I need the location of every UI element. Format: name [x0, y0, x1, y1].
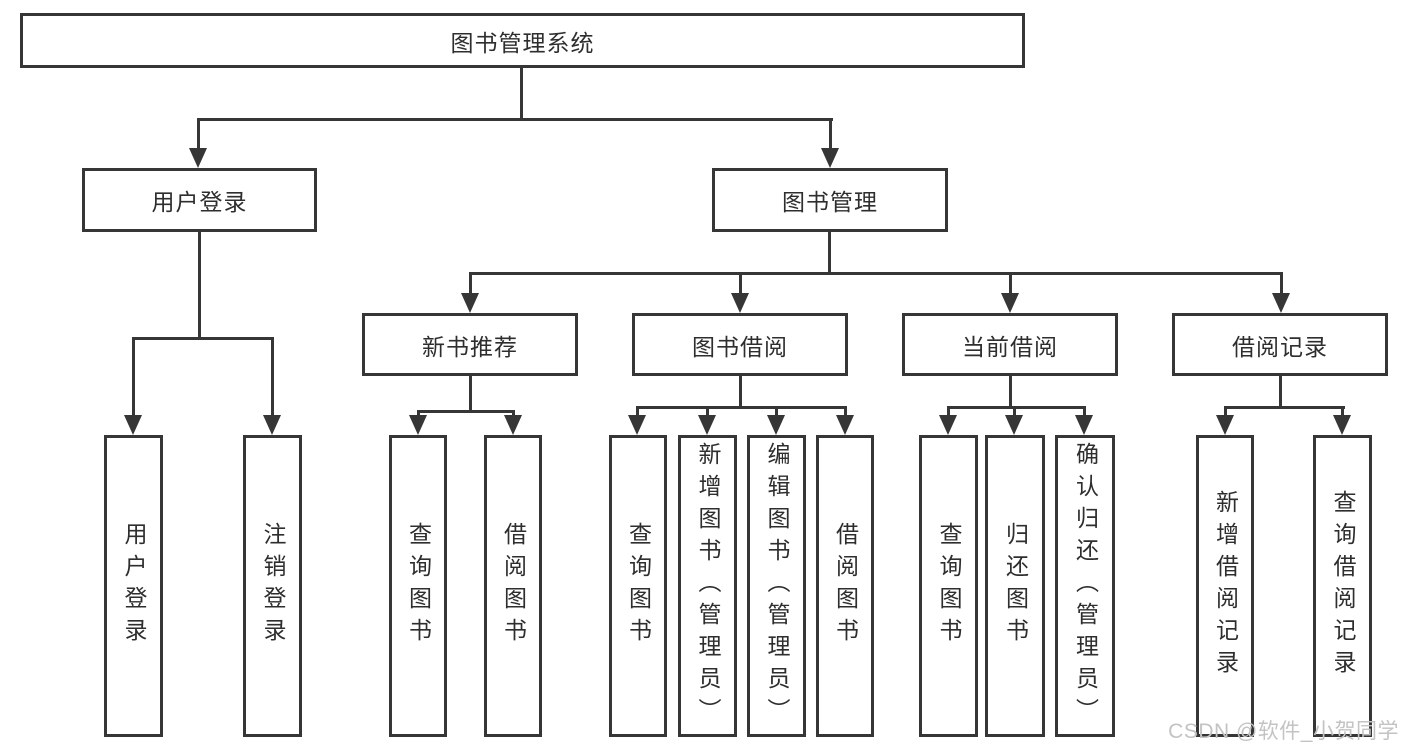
connector-line — [271, 337, 274, 417]
leaf-user-login: 用户登录 — [104, 435, 163, 737]
node-book-management: 图书管理 — [712, 168, 948, 232]
connector-line — [132, 337, 274, 340]
node-label: 新增借阅记录 — [1212, 490, 1239, 682]
node-label: 借阅图书 — [500, 522, 527, 650]
connector-line — [947, 406, 950, 418]
node-label: 用户登录 — [151, 189, 248, 215]
connector-line — [636, 406, 847, 409]
connector-line — [417, 410, 420, 418]
arrow-down-icon — [628, 415, 646, 435]
connector-line — [947, 406, 1086, 409]
connector-line — [198, 232, 201, 340]
leaf-borrow-books-borrowing: 借阅图书 — [816, 435, 874, 737]
node-current-borrowing: 当前借阅 — [902, 313, 1118, 376]
connector-line — [844, 406, 847, 418]
watermark: CSDN @软件_小贺同学 — [1168, 720, 1399, 743]
connector-line — [636, 406, 639, 418]
connector-line — [739, 376, 742, 409]
connector-line — [197, 118, 833, 121]
leaf-return-books: 归还图书 — [985, 435, 1045, 737]
connector-line — [197, 118, 200, 152]
node-label: 注销登录 — [260, 522, 286, 650]
node-borrowing-records: 借阅记录 — [1172, 313, 1388, 376]
node-label: 查询图书 — [405, 522, 432, 650]
node-new-book-recommendation: 新书推荐 — [362, 313, 578, 376]
node-label: 查询借阅记录 — [1330, 490, 1356, 682]
arrow-down-icon — [504, 415, 522, 435]
arrow-down-icon — [1001, 293, 1019, 313]
arrow-down-icon — [698, 415, 716, 435]
node-library-management-system: 图书管理系统 — [20, 13, 1025, 68]
leaf-query-books-current: 查询图书 — [919, 435, 978, 737]
connector-line — [706, 406, 709, 418]
arrow-down-icon — [1005, 415, 1023, 435]
connector-line — [1083, 406, 1086, 418]
node-user-login: 用户登录 — [82, 168, 317, 232]
connector-line — [739, 272, 742, 294]
arrow-down-icon — [461, 293, 479, 313]
connector-line — [132, 337, 135, 417]
connector-line — [1224, 406, 1345, 409]
arrow-down-icon — [124, 415, 142, 435]
arrow-down-icon — [1075, 415, 1093, 435]
arrow-down-icon — [409, 415, 427, 435]
arrow-down-icon — [263, 415, 281, 435]
arrow-down-icon — [821, 148, 839, 168]
connector-line — [1279, 376, 1282, 409]
leaf-add-borrow-record: 新增借阅记录 — [1196, 435, 1254, 737]
node-label: 图书管理系统 — [450, 29, 595, 56]
node-label: 新增图书（管理员） — [695, 442, 721, 730]
arrow-down-icon — [1272, 293, 1290, 313]
connector-line — [775, 406, 778, 418]
connector-line — [520, 66, 523, 120]
arrow-down-icon — [939, 415, 957, 435]
node-label: 当前借阅 — [962, 333, 1058, 360]
node-label: 图书管理 — [782, 189, 878, 215]
connector-line — [417, 410, 515, 413]
node-label: 编辑图书（管理员） — [764, 442, 790, 730]
node-label: 确认归还（管理员） — [1072, 442, 1099, 730]
leaf-logout: 注销登录 — [243, 435, 302, 737]
node-label: 借阅图书 — [832, 522, 859, 650]
arrow-down-icon — [1333, 415, 1351, 435]
node-book-borrowing: 图书借阅 — [632, 313, 848, 376]
connector-line — [1280, 272, 1283, 294]
leaf-confirm-return-admin: 确认归还（管理员） — [1055, 435, 1115, 737]
node-label: 新书推荐 — [422, 333, 518, 360]
connector-line — [1341, 406, 1344, 418]
connector-line — [1009, 376, 1012, 409]
connector-line — [1013, 406, 1016, 418]
connector-line — [1224, 406, 1227, 418]
leaf-query-books-borrowing: 查询图书 — [609, 435, 667, 737]
connector-line — [1009, 272, 1012, 294]
arrow-down-icon — [731, 293, 749, 313]
arrow-down-icon — [767, 415, 785, 435]
node-label: 借阅记录 — [1232, 333, 1328, 360]
node-label: 查询图书 — [625, 522, 652, 650]
node-label: 用户登录 — [121, 522, 147, 650]
connector-line — [469, 272, 472, 294]
node-label: 图书借阅 — [692, 333, 788, 360]
connector-line — [469, 272, 1283, 275]
connector-line — [828, 232, 831, 275]
node-label: 查询图书 — [936, 522, 962, 650]
arrow-down-icon — [836, 415, 854, 435]
leaf-add-books-admin: 新增图书（管理员） — [678, 435, 737, 737]
leaf-edit-books-admin: 编辑图书（管理员） — [747, 435, 806, 737]
node-label: 归还图书 — [1002, 522, 1029, 650]
connector-line — [469, 376, 472, 413]
connector-line — [829, 118, 832, 152]
arrow-down-icon — [189, 148, 207, 168]
leaf-query-books-recommend: 查询图书 — [389, 435, 447, 737]
leaf-borrow-books-recommend: 借阅图书 — [484, 435, 542, 737]
arrow-down-icon — [1216, 415, 1234, 435]
leaf-query-borrow-record: 查询借阅记录 — [1313, 435, 1372, 737]
connector-line — [512, 410, 515, 418]
